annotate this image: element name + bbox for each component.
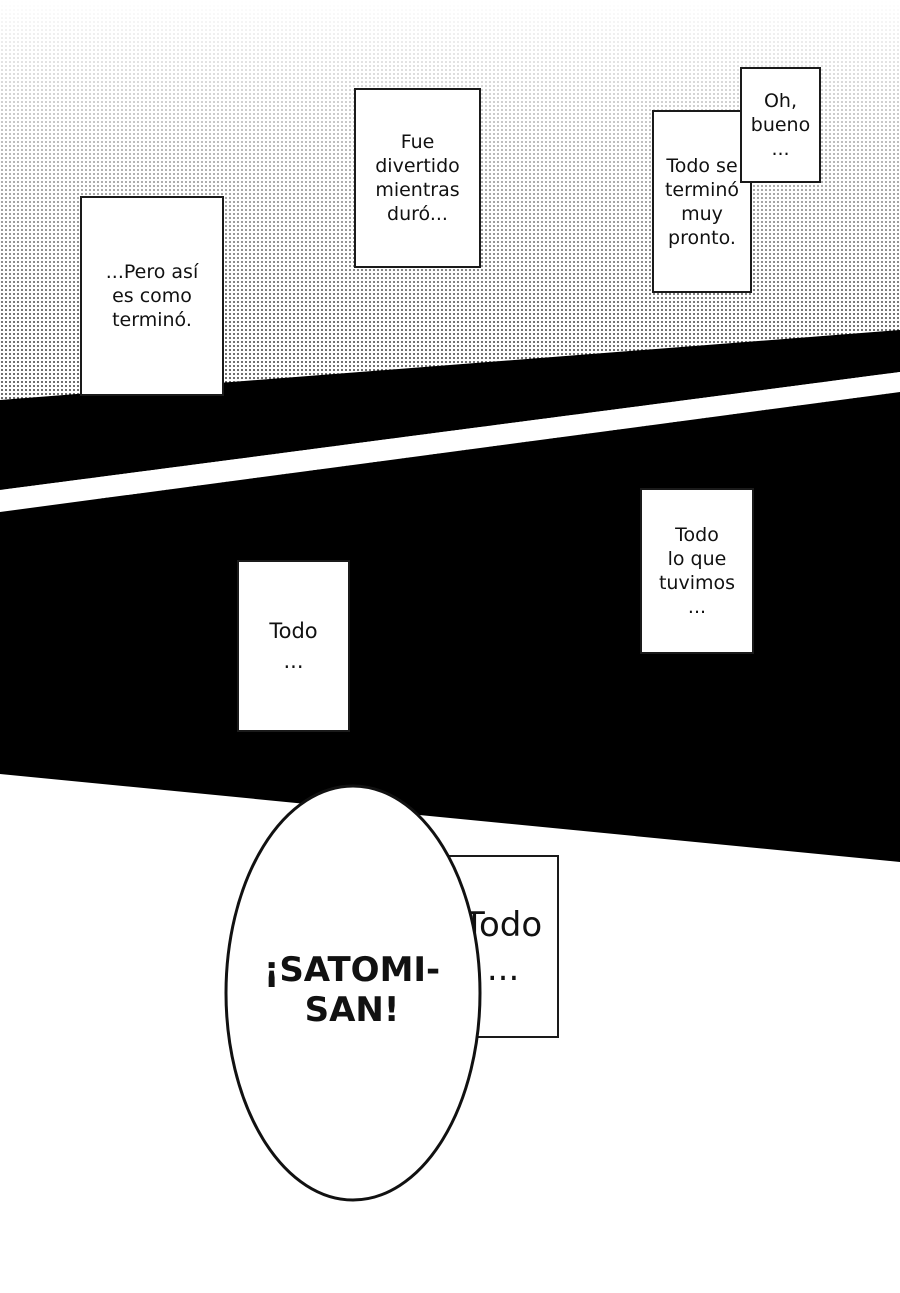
caption-text: ...Pero así es como terminó. [105,261,199,331]
caption-text: Todo ... [464,904,543,989]
caption-text: Todo lo que tuvimos ... [658,524,736,618]
caption-box-oh: Oh, bueno ... [740,67,821,183]
caption-text: Todo ... [269,619,318,673]
caption-box-todo-lo: Todo lo que tuvimos ... [640,488,754,654]
caption-text: Oh, bueno ... [750,90,811,160]
caption-box-fue: Fue divertido mientras duró... [354,88,481,268]
bubble-shout-text: ¡SATOMI- SAN! [263,950,441,1030]
caption-box-todo-se: Todo se terminó muy pronto. [652,110,752,293]
caption-box-todo-1: Todo ... [237,560,350,732]
dark-band-top [0,330,900,490]
panel-gutter [0,372,900,512]
caption-box-pero: ...Pero así es como terminó. [80,196,224,396]
caption-text: Todo se terminó muy pronto. [664,154,740,249]
speech-bubble [224,784,482,1202]
caption-text: Fue divertido mientras duró... [375,131,460,225]
